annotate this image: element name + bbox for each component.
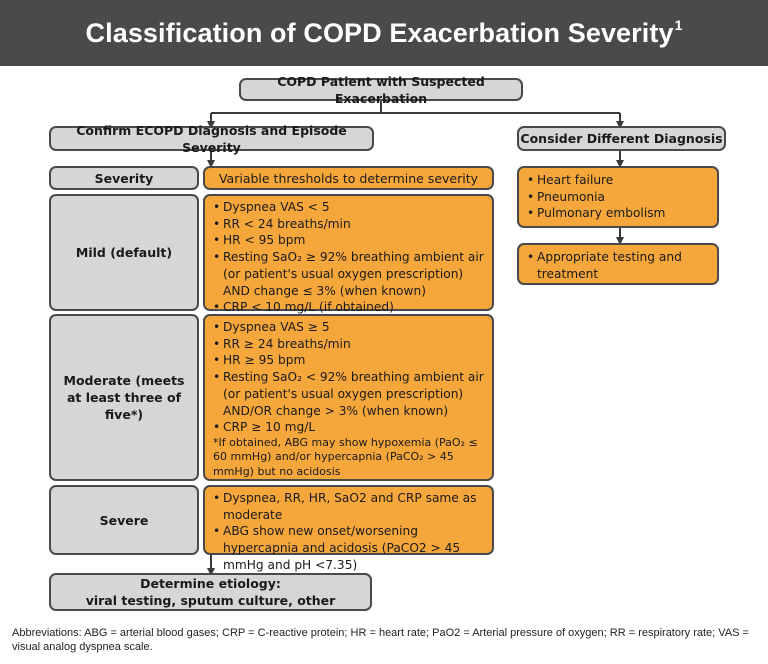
list-item: Dyspnea, RR, HR, SaO2 and CRP same as mo… [213,490,484,523]
etiology-box: Determine etiology: viral testing, sputu… [49,573,372,611]
mild-criteria-box: Dyspnea VAS < 5 RR < 24 breaths/min HR <… [203,194,494,316]
etiology-detail: viral testing, sputum culture, other [85,593,336,608]
header-banner: Classification of COPD Exacerbation Seve… [0,0,768,66]
consider-label: Consider Different Diagnosis [520,131,723,146]
mild-label-box: Mild (default) [49,194,199,311]
start-label: COPD Patient with Suspected Exacerbation [277,73,485,106]
start-box: COPD Patient with Suspected Exacerbation [239,74,523,106]
list-item: Appropriate testing and treatment [527,249,709,282]
title-text: Classification of COPD Exacerbation Seve… [85,18,674,48]
mild-label: Mild (default) [75,245,173,260]
list-item: ABG show new onset/worsening hypercapnia… [213,523,484,573]
list-item: HR ≥ 95 bpm [213,352,484,369]
threshold-header-box: Variable thresholds to determine severit… [203,166,494,190]
moderate-label: Moderate (meets at least three of five*) [63,373,185,422]
list-item: Heart failure [527,172,709,189]
list-item: CRP < 10 mg/L (if obtained) [213,299,484,316]
testing-list: Appropriate testing and treatment [527,249,709,282]
confirm-box: Confirm ECOPD Diagnosis and Episode Seve… [49,123,374,155]
moderate-label-box: Moderate (meets at least three of five*) [49,314,199,481]
moderate-criteria-box: Dyspnea VAS ≥ 5 RR ≥ 24 breaths/min HR ≥… [203,314,494,481]
severe-criteria-list: Dyspnea, RR, HR, SaO2 and CRP same as mo… [213,490,484,574]
list-item: Resting SaO₂ < 92% breathing ambient air… [213,369,484,419]
confirm-label: Confirm ECOPD Diagnosis and Episode Seve… [76,122,347,155]
list-item: Dyspnea VAS ≥ 5 [213,319,484,336]
severity-header-box: Severity [49,166,199,190]
list-item: Pneumonia [527,189,709,206]
threshold-header-label: Variable thresholds to determine severit… [218,170,479,186]
mild-criteria-list: Dyspnea VAS < 5 RR < 24 breaths/min HR <… [213,199,484,316]
list-item: Pulmonary embolism [527,205,709,222]
severity-header-label: Severity [94,170,154,186]
title-superscript: 1 [674,17,683,33]
moderate-criteria-list: Dyspnea VAS ≥ 5 RR ≥ 24 breaths/min HR ≥… [213,319,484,436]
moderate-footnote: *If obtained, ABG may show hypoxemia (Pa… [213,435,478,478]
abbreviations-footnote: Abbreviations: ABG = arterial blood gase… [12,627,749,653]
list-item: HR < 95 bpm [213,232,484,249]
testing-box: Appropriate testing and treatment [517,243,719,285]
page-title: Classification of COPD Exacerbation Seve… [86,17,683,49]
list-item: CRP ≥ 10 mg/L [213,419,484,436]
severe-label-box: Severe [49,485,199,555]
alt-diagnoses-box: Heart failure Pneumonia Pulmonary emboli… [517,166,719,228]
alt-diagnoses-list: Heart failure Pneumonia Pulmonary emboli… [527,172,709,222]
etiology-title: Determine etiology: [140,576,281,591]
severe-criteria-box: Dyspnea, RR, HR, SaO2 and CRP same as mo… [203,485,494,572]
list-item: RR < 24 breaths/min [213,216,484,233]
severe-label: Severe [99,512,149,528]
list-item: Resting SaO₂ ≥ 92% breathing ambient air… [213,249,484,299]
list-item: Dyspnea VAS < 5 [213,199,484,216]
consider-box: Consider Different Diagnosis [517,126,726,151]
list-item: RR ≥ 24 breaths/min [213,336,484,353]
